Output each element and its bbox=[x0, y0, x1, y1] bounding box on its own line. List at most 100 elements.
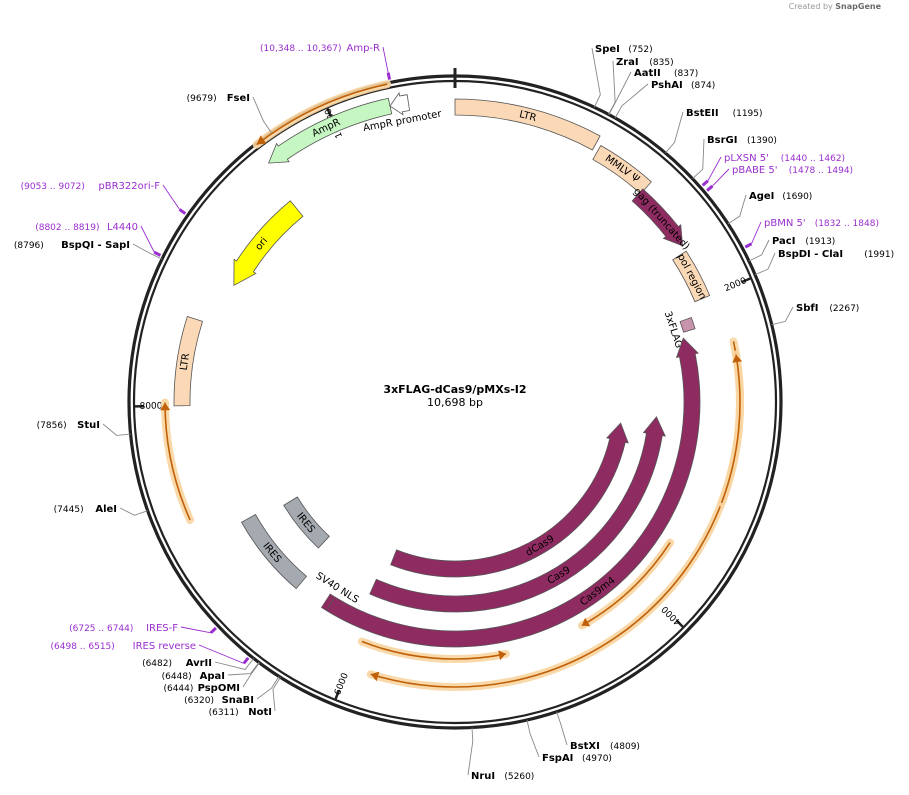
backbone bbox=[127, 68, 783, 730]
site-leader bbox=[771, 306, 794, 326]
site-leader bbox=[754, 252, 776, 276]
orf-line bbox=[361, 640, 506, 660]
primer-range: (8802 .. 8819) bbox=[35, 223, 99, 233]
site-position: (4809) bbox=[610, 742, 640, 752]
tick-mark bbox=[334, 690, 341, 700]
orf-line bbox=[720, 354, 741, 504]
orf-line bbox=[164, 402, 191, 521]
site-leader bbox=[665, 111, 684, 154]
tick-label: 6000 bbox=[333, 671, 351, 696]
site-position: (752) bbox=[628, 45, 652, 55]
tick-label: 8000 bbox=[140, 402, 163, 412]
site-name: BspDI - ClaI bbox=[778, 249, 843, 260]
site-name: AleI bbox=[95, 504, 117, 515]
site-position: (1913) bbox=[805, 237, 835, 247]
site-name: PspOMI bbox=[198, 683, 240, 694]
site-name: BstEII bbox=[686, 108, 719, 119]
feature-pol-region bbox=[672, 250, 711, 303]
site-name: AvrII bbox=[186, 658, 212, 669]
site-position: (8796) bbox=[14, 241, 44, 251]
credit-prefix: Created by bbox=[788, 2, 833, 11]
primer-mark bbox=[153, 250, 162, 257]
site-leader bbox=[608, 60, 616, 115]
primer-mark bbox=[744, 242, 753, 249]
feature-dcas9 bbox=[390, 422, 629, 578]
tick-mark bbox=[741, 277, 751, 284]
site-leader bbox=[102, 423, 131, 436]
site-name: AatII bbox=[634, 68, 661, 79]
site-leader bbox=[526, 719, 540, 758]
site-name: FseI bbox=[227, 93, 250, 104]
site-position: (1390) bbox=[747, 136, 777, 146]
plasmid-name: 3xFLAG-dCas9/pMXs-I2 bbox=[383, 383, 526, 396]
site-leader bbox=[591, 47, 601, 108]
primer-range: (6498 .. 6515) bbox=[51, 642, 115, 652]
primer-leader bbox=[751, 221, 762, 245]
site-leader bbox=[467, 727, 474, 776]
site-position: (874) bbox=[691, 81, 715, 91]
site-position: (7856) bbox=[37, 421, 67, 431]
primer-mark bbox=[386, 72, 392, 80]
site-leader bbox=[214, 658, 255, 670]
primer-name: IRES-F bbox=[146, 623, 178, 634]
site-leader bbox=[132, 243, 163, 260]
site-position: (6320) bbox=[184, 696, 214, 706]
site-position: (835) bbox=[649, 58, 673, 68]
site-name: ZraI bbox=[616, 57, 639, 68]
orf-arrowhead bbox=[732, 354, 743, 363]
site-position: (6311) bbox=[209, 708, 239, 718]
feature-cas9m4 bbox=[325, 337, 701, 648]
site-name: FspAI bbox=[542, 753, 573, 764]
site-name: SnaBI bbox=[222, 695, 254, 706]
primer-name: Amp-R bbox=[347, 43, 381, 54]
site-position: (7445) bbox=[54, 505, 84, 515]
feature-label: LTR bbox=[518, 109, 537, 124]
site-leader bbox=[119, 507, 148, 516]
primer-leader bbox=[712, 168, 730, 187]
orf-highlight bbox=[717, 350, 744, 507]
primer-leader bbox=[140, 225, 155, 253]
site-name: ApaI bbox=[200, 671, 225, 682]
tick-label: 2000 bbox=[723, 276, 748, 294]
primer-sites: Amp-R(10,348 .. 10,367)pBR322ori-F(9053 … bbox=[21, 43, 879, 665]
site-position: (1991) bbox=[864, 250, 894, 260]
site-name: SbfI bbox=[796, 303, 818, 314]
site-position: (1195) bbox=[733, 109, 763, 119]
primer-name: pBR322ori-F bbox=[98, 181, 160, 192]
orf-arrowhead bbox=[160, 402, 171, 411]
feature-label: gag (truncated) bbox=[631, 186, 691, 252]
orf-arrowhead bbox=[256, 135, 267, 145]
site-leader bbox=[727, 194, 747, 225]
orf-line bbox=[256, 83, 388, 146]
site-position: (837) bbox=[674, 69, 698, 79]
site-name: BsrGI bbox=[707, 135, 737, 146]
feature-ires bbox=[240, 513, 308, 590]
site-name: PacI bbox=[772, 236, 795, 247]
primer-name: L4440 bbox=[107, 222, 138, 233]
orf-highlight bbox=[161, 398, 195, 524]
feature-ltr bbox=[173, 315, 204, 407]
primer-range: (1478 .. 1494) bbox=[789, 166, 853, 176]
feature-ori bbox=[233, 200, 304, 287]
site-name: NruI bbox=[471, 771, 495, 782]
primer-name: pBABE 5' bbox=[732, 165, 778, 176]
feature-ampr-promoter bbox=[389, 92, 411, 116]
site-leader bbox=[748, 239, 770, 262]
feature-sv40-nls bbox=[320, 593, 336, 612]
site-name: NotI bbox=[248, 707, 272, 718]
restriction-sites: SpeI(752)ZraI(835)AatII(837)PshAI(874)Bs… bbox=[14, 44, 894, 782]
feature-cas9 bbox=[369, 416, 666, 613]
site-position: (2267) bbox=[829, 304, 859, 314]
site-position: (9679) bbox=[187, 94, 217, 104]
feature-ltr bbox=[454, 98, 601, 151]
tick-mark bbox=[675, 619, 684, 628]
credit-line: Created by SnapGene bbox=[789, 2, 881, 11]
primer-name: IRES reverse bbox=[133, 641, 196, 652]
primer-range: (6725 .. 6744) bbox=[69, 624, 133, 634]
primer-mark bbox=[178, 208, 187, 215]
primer-mark bbox=[242, 656, 250, 665]
primer-range: (9053 .. 9072) bbox=[21, 182, 85, 192]
site-leader bbox=[252, 96, 272, 133]
site-leader bbox=[242, 662, 260, 688]
